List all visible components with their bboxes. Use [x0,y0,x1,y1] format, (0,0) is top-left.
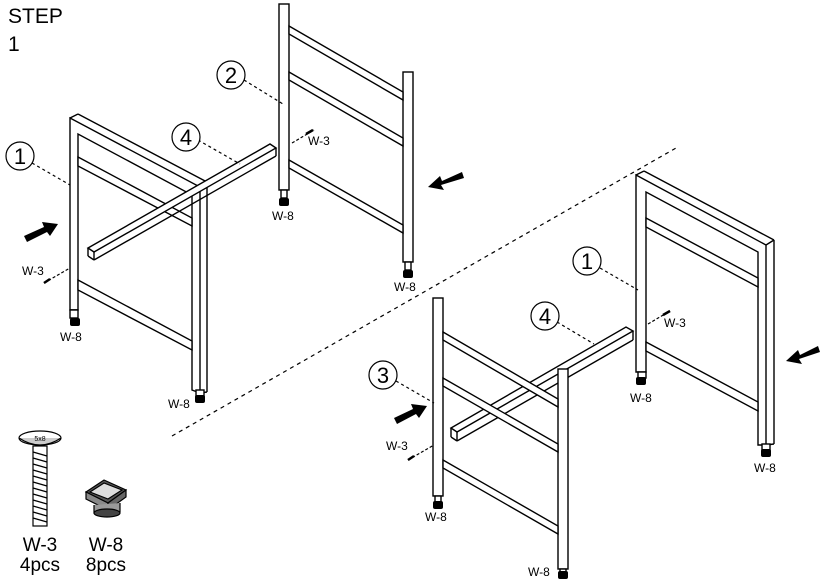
screw-label: W-3 [22,264,44,278]
divider-line [171,147,677,437]
foot-label: W-8 [754,461,776,475]
callout-4-right-crossbar: 4 [539,304,551,329]
callout-1-left-side-panel: 1 [14,144,26,169]
callout-4-left-crossbar: 4 [180,125,192,150]
parts-item-foot: W-8 8pcs [71,536,141,576]
foot-label: W-8 [272,209,294,223]
step-label: STEP [8,5,63,28]
left-feet [70,198,413,403]
insert-arrow-icon [786,346,820,364]
foot-label: W-8 [630,391,652,405]
foot-label: W-8 [60,330,82,344]
foot-label: W-8 [528,565,550,579]
screw-icon [407,454,415,462]
foot-cap-icon [558,571,568,579]
insert-arrow-icon [24,222,58,242]
left-side-panel [69,113,208,397]
part-code: W-8 [88,535,124,556]
left-back-panel [278,3,414,271]
right-arrows [394,346,820,424]
screw-label: W-3 [308,134,330,148]
part-qty: 8pcs [85,555,127,576]
insert-arrow-icon [428,172,464,190]
left-arrows [24,172,464,242]
right-side-panel [635,170,775,451]
screw-label: W-3 [664,316,686,330]
screw-head-marking: 5x8 [34,436,45,443]
foot-label: W-8 [394,280,416,294]
screw-icon [662,309,671,317]
step-number: 1 [8,33,20,56]
left-crossbar [86,143,278,261]
parts-item-screw: W-3 4pcs [5,536,75,576]
right-callouts [368,246,639,404]
right-crossbar [449,326,635,442]
callout-3-right-front-panel: 3 [377,363,389,388]
left-assembly [69,3,414,397]
step-heading: STEP 1 [8,3,63,59]
right-front-panel [432,297,569,574]
screw-part-illustration: 5x8 [18,430,62,527]
callout-2-left-back-panel: 2 [225,63,237,88]
foot-label: W-8 [168,397,190,411]
foot-cap-icon [403,270,413,278]
insert-arrow-icon [394,404,427,424]
screw-icon [43,277,51,285]
right-assembly [432,170,775,574]
screw-label: W-3 [386,439,408,453]
foot-cap-icon [761,449,771,457]
screw-icon [305,128,314,136]
foot-part-illustration [84,479,128,518]
right-screws [407,309,671,462]
foot-label: W-8 [425,510,447,524]
left-callouts [5,60,284,186]
left-screws [43,128,315,285]
foot-cap-icon [433,501,443,509]
right-feet [433,377,771,579]
foot-cap-icon [636,377,646,385]
callout-1-right-side-panel: 1 [581,249,593,274]
foot-cap-icon [70,318,80,326]
part-qty: 4pcs [19,555,61,576]
foot-cap-icon [279,198,289,206]
part-code: W-3 [22,535,58,556]
foot-cap-icon [195,395,205,403]
